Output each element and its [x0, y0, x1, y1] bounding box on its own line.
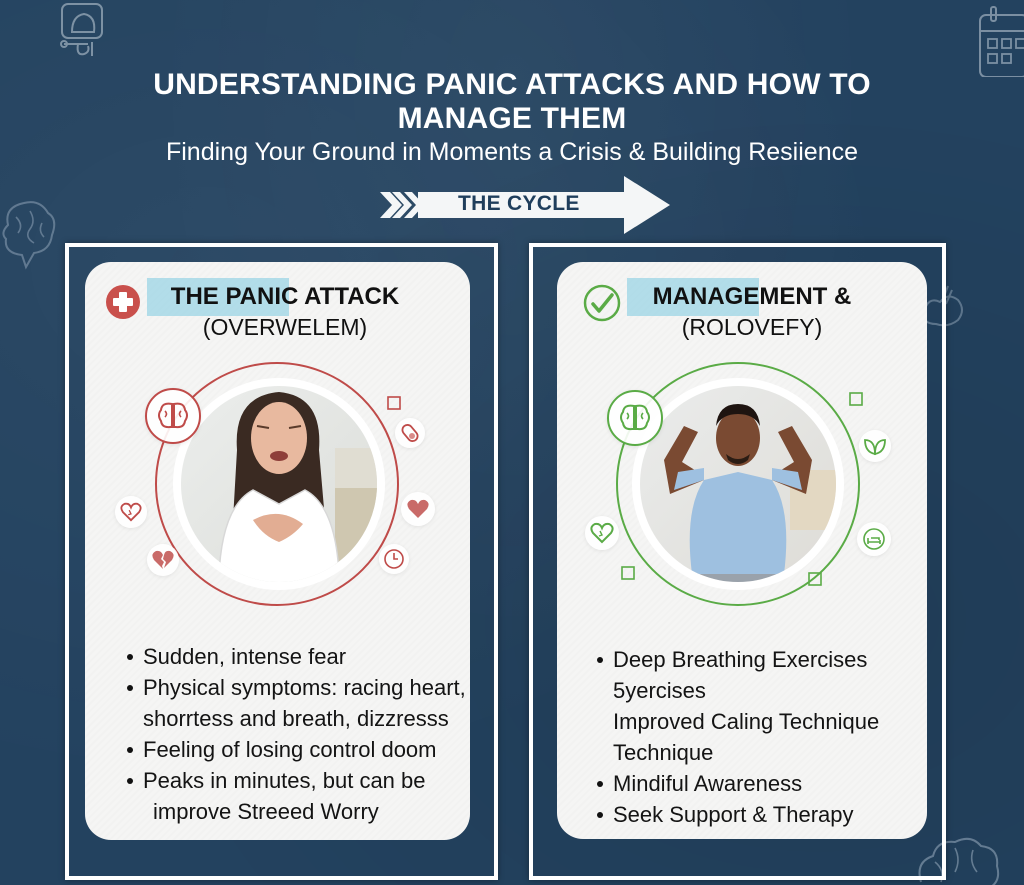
- green-check-icon: [583, 284, 621, 322]
- heading-highlight: [147, 278, 289, 316]
- list-item: Peaks in minutes, but can be: [125, 765, 470, 796]
- management-frame: [529, 243, 946, 880]
- brain-sketch-icon: [918, 837, 1000, 885]
- management-image: [614, 360, 862, 608]
- pill-icon: [395, 418, 425, 448]
- square-icon: [808, 572, 822, 586]
- panic-attack-bullets: Sudden, intense fear Physical symptoms: …: [125, 641, 470, 827]
- list-item: Feeling of losing control doom: [125, 734, 470, 765]
- list-item: 5yercises: [613, 678, 706, 703]
- clock-icon: [379, 544, 409, 574]
- cycle-label: THE CYCLE: [458, 192, 580, 215]
- broken-heart-icon: [147, 544, 179, 576]
- lightbulb-head-icon: [60, 3, 103, 56]
- page-subtitle: Finding Your Ground in Moments a Crisis …: [165, 138, 859, 166]
- brain-icon: [145, 388, 201, 444]
- list-item: Sudden, intense fear: [125, 641, 470, 672]
- list-item: Improved Caling Technique: [613, 709, 880, 734]
- square-icon: [621, 566, 635, 580]
- list-item: Deep Breathing Exercises: [595, 644, 925, 675]
- heading-highlight: [627, 278, 759, 316]
- bed-icon: [857, 522, 891, 556]
- list-item: shorrtess and breath, dizzresss: [143, 706, 449, 731]
- red-cross-icon: [106, 285, 140, 319]
- heart-outline-icon: [585, 516, 619, 550]
- header: UNDERSTANDING PANIC ATTACKS AND HOW TO M…: [0, 68, 1024, 167]
- calendar-icon: [979, 6, 1024, 77]
- list-item: Physical symptoms: racing heart,: [125, 672, 470, 703]
- panic-attack-frame: [65, 243, 498, 880]
- management-card: MANAGEMENT & (ROLOVEFY): [557, 262, 927, 839]
- square-icon: [387, 396, 401, 410]
- panic-attack-heading: THE PANIC ATTACK (OVERWELEM): [170, 283, 400, 340]
- management-heading: MANAGEMENT & (ROLOVEFY): [652, 283, 852, 340]
- leaf-icon: [859, 430, 891, 462]
- brain-icon: [607, 390, 663, 446]
- panic-attack-image: [153, 360, 401, 608]
- arrow-right-chevrons-icon: [380, 176, 670, 234]
- brain-sketch-icon: [2, 201, 56, 270]
- panic-attack-card: THE PANIC ATTACK (OVERWELEM): [85, 262, 470, 840]
- page-title: UNDERSTANDING PANIC ATTACKS AND HOW TO M…: [153, 68, 871, 135]
- list-item: Mindiful Awareness: [595, 768, 925, 799]
- list-item: Seek Support & Therapy: [595, 799, 925, 830]
- heart-icon: [401, 492, 435, 526]
- heart-outline-icon: [115, 496, 147, 528]
- square-icon: [849, 392, 863, 406]
- list-item: improve Streeed Worry: [153, 799, 379, 824]
- management-bullets: Deep Breathing Exercises 5yercises Impro…: [595, 644, 925, 830]
- list-item: Technique: [613, 740, 714, 765]
